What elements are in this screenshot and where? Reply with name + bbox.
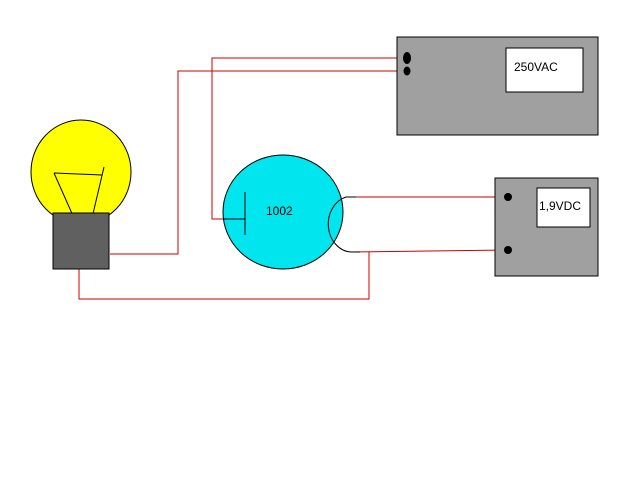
- dc-label-box: [536, 187, 591, 228]
- relay: 1002: [222, 154, 360, 270]
- ac-source: 250VAC: [396, 36, 599, 136]
- ac-label: 250VAC: [514, 60, 558, 74]
- lamp-filament-icon: [53, 166, 105, 219]
- ac-label-box: [505, 47, 584, 93]
- ac-terminal-1: [403, 52, 411, 64]
- dc-terminal-1: [504, 193, 512, 201]
- dc-source: 1,9VDC: [494, 177, 599, 277]
- dc-terminal-2: [504, 246, 512, 254]
- ac-terminal-2: [403, 66, 411, 76]
- lamp-base: [52, 212, 110, 270]
- lamp-bulb: [30, 119, 132, 225]
- wire-relay-to-dc-bottom: [350, 249, 509, 253]
- relay-label: 1002: [266, 204, 293, 218]
- dc-label: 1,9VDC: [539, 199, 581, 213]
- wire-lamp-to-relay: [78, 252, 370, 300]
- relay-coil-loop: [327, 196, 360, 253]
- relay-body: [222, 154, 344, 270]
- wire-lamp-to-ac: [110, 70, 406, 255]
- lamp: [30, 119, 132, 270]
